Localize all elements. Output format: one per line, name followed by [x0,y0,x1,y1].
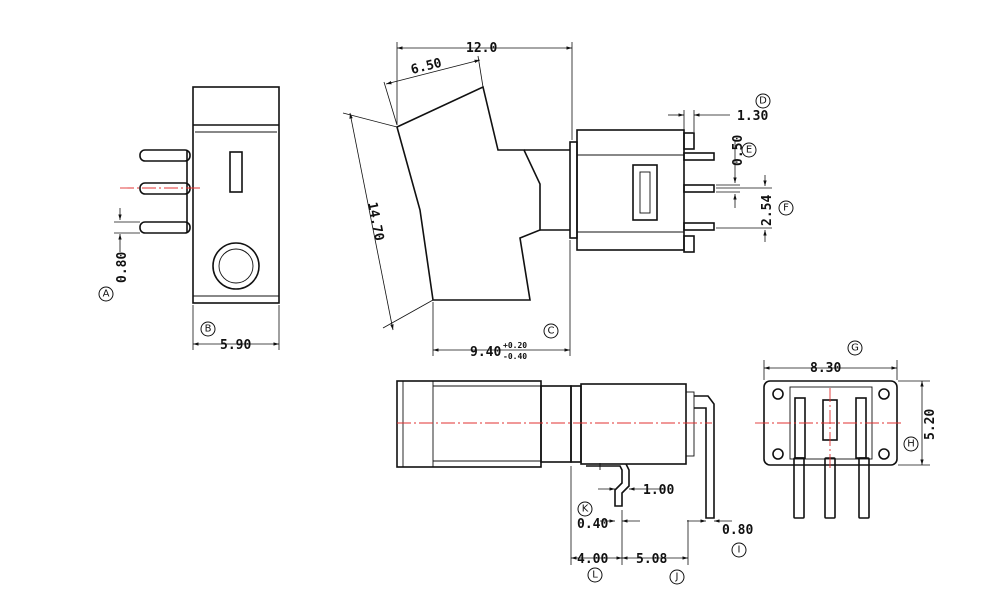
svg-text:D: D [759,96,767,107]
callout-c: C [543,323,559,339]
callout-a: A [98,286,114,302]
callout-i: I [731,542,747,558]
dim-body-width: 5.90 [220,338,251,353]
dim-pin-thickness-k: 0.40 [577,517,608,532]
svg-text:J: J [675,572,679,583]
svg-text:B: B [205,324,212,335]
callout-d: D [755,93,771,109]
dim-rocker-width: 6.50 [409,56,443,78]
callout-h: H [903,436,919,452]
dim-spacing-l: 4.00 [577,552,608,567]
bottom-view: 1.00 0.40 0.80 4.00 5.08 [396,380,753,567]
dim-housing-width: 8.30 [810,361,841,376]
svg-text:E: E [746,145,752,156]
callout-e: E [741,142,757,158]
callout-f: F [778,200,794,216]
callout-l: L [587,567,603,583]
front-pins [139,149,191,234]
dim-total-length-tol-lower: -0.40 [503,352,527,361]
dim-pin-thickness-j: 0.80 [722,523,753,538]
dim-spacing-j: 5.08 [636,552,667,567]
callout-j: J [669,569,685,585]
dim-pin-height: 0.50 [731,135,746,166]
callout-k: K [577,501,593,517]
dim-rocker-length: 14.70 [364,201,386,242]
svg-text:I: I [738,545,741,556]
dim-front-pin-offset: 0.80 [115,252,130,283]
dim-total-length: 9.40 [470,345,501,360]
callout-g: G [847,340,863,356]
svg-text:L: L [592,570,598,581]
callout-b: B [200,321,216,337]
svg-text:G: G [851,343,859,354]
svg-text:F: F [783,203,789,214]
svg-text:C: C [548,326,555,337]
svg-text:K: K [582,504,589,515]
dim-pin-pitch: 2.54 [760,195,775,226]
dim-tab-thickness: 1.30 [737,109,768,124]
front-view: 0.80 5.90 [114,86,280,353]
svg-text:A: A [103,289,110,300]
dim-total-length-tol-upper: +0.20 [503,341,527,350]
svg-text:H: H [907,439,915,450]
dim-overall-width: 12.0 [466,41,497,56]
dim-housing-depth: 5.20 [923,409,938,440]
side-view: 12.0 6.50 14.70 9.40 +0.20 -0.40 1.30 0.… [342,41,775,361]
dim-pin-bend-offset: 1.00 [643,483,674,498]
end-view: 8.30 5.20 [755,360,938,519]
